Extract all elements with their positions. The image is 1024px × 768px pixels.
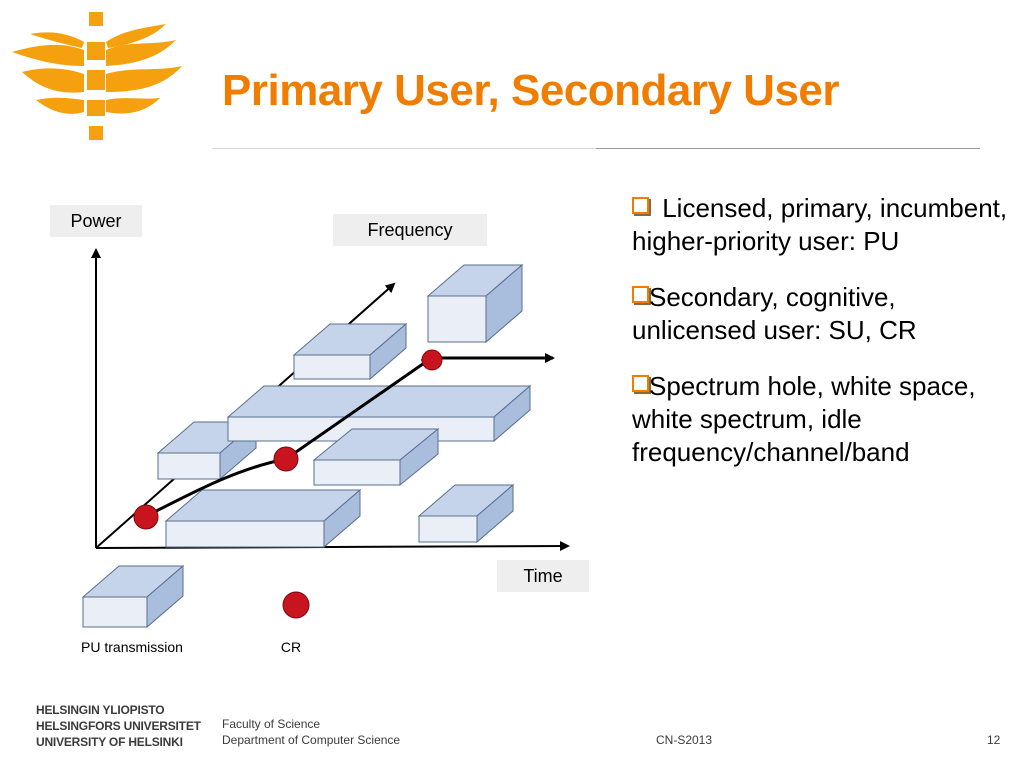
time-axis [95, 541, 570, 552]
frequency-label: Frequency [367, 220, 452, 240]
pu-transmission-box [312, 427, 440, 487]
legend-pu-box [81, 564, 185, 629]
bullet-item: Secondary, cognitive, unlicensed user: S… [632, 281, 1012, 347]
title-divider-right [596, 148, 980, 149]
slide-title: Primary User, Secondary User [222, 66, 840, 115]
bullet-item: Licensed, primary, incumbent, higher-pri… [632, 192, 1012, 258]
bullet-text: Spectrum hole, white space, white spectr… [632, 371, 976, 467]
checkbox-bullet-icon [632, 286, 649, 303]
legend-pu-label: PU transmission [81, 639, 183, 655]
legend-cr-label: CR [281, 639, 301, 655]
university-flame-logo [12, 12, 182, 140]
checkbox-bullet-icon [632, 197, 649, 214]
cr-dot [133, 504, 159, 530]
pu-transmission-box [426, 263, 524, 344]
time-label-box [497, 560, 589, 592]
frequency-label-box [333, 214, 487, 246]
bullet-item: Spectrum hole, white space, white spectr… [632, 370, 1012, 469]
power-label: Power [70, 211, 121, 231]
bullet-list: Licensed, primary, incumbent, higher-pri… [632, 192, 1012, 492]
bullet-text: Secondary, cognitive, unlicensed user: S… [632, 282, 917, 345]
bullet-text: Licensed, primary, incumbent, higher-pri… [632, 193, 1008, 256]
footer-faculty: Faculty of Science [222, 717, 321, 731]
pu-transmission-box [164, 488, 362, 549]
university-wordmark: HELSINGIN YLIOPISTO HELSINGFORS UNIVERSI… [36, 703, 201, 749]
footer-page-number: 12 [987, 733, 1001, 747]
checkbox-bullet-icon [632, 375, 649, 392]
time-label: Time [523, 566, 562, 586]
title-divider [212, 148, 596, 149]
cr-dot [273, 446, 299, 472]
footer-department: Department of Computer Science [222, 733, 401, 747]
footer-course: CN-S2013 [656, 733, 713, 747]
legend-cr-dot [282, 591, 310, 619]
power-label-box [50, 205, 142, 237]
spectrum-diagram: Power Frequency Time PU transmission CR [50, 205, 589, 655]
pu-transmission-box [417, 483, 515, 544]
cr-dot [421, 349, 443, 371]
pu-transmission-box [292, 322, 408, 381]
